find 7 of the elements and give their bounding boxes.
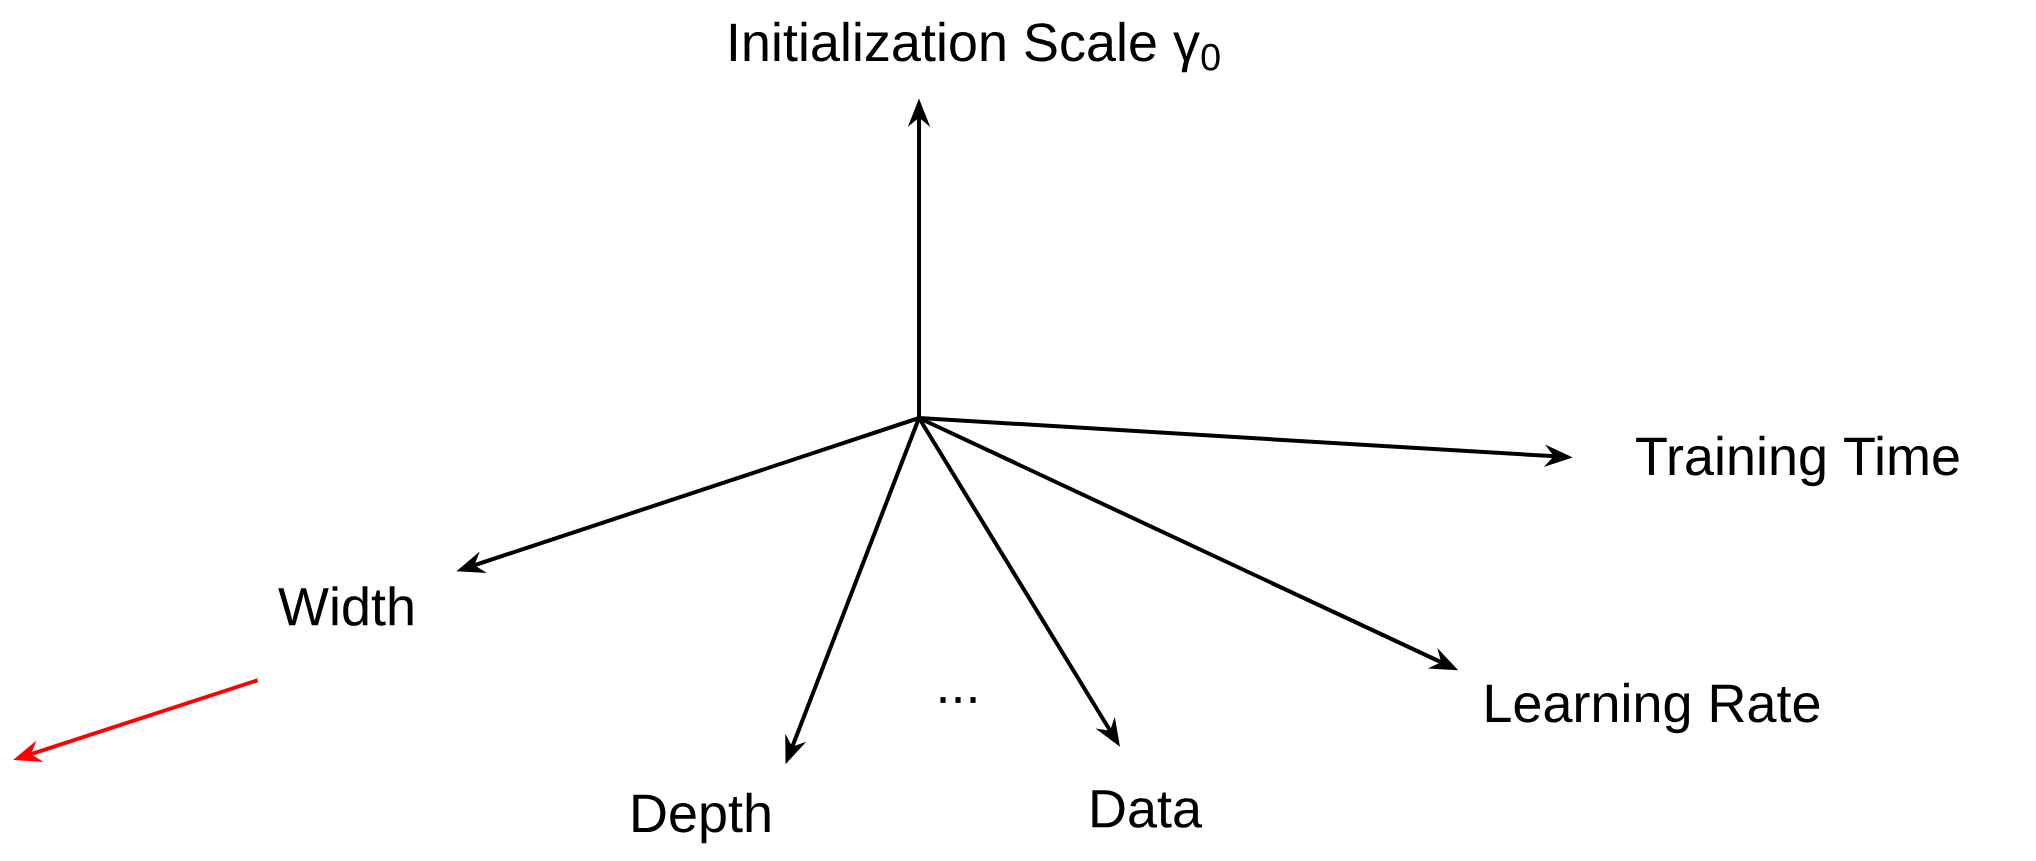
axis-label: Width	[278, 586, 413, 626]
axis-label: Learning Rate	[1486, 682, 1820, 734]
ellipsis: ...	[940, 697, 976, 703]
axis-label: Initialization Scale γ$_{0}$	[730, 21, 1220, 73]
axis-label: Depth	[633, 792, 770, 844]
axis-label: Data	[1092, 790, 1203, 828]
axis-label: Training Time	[1636, 435, 1959, 487]
